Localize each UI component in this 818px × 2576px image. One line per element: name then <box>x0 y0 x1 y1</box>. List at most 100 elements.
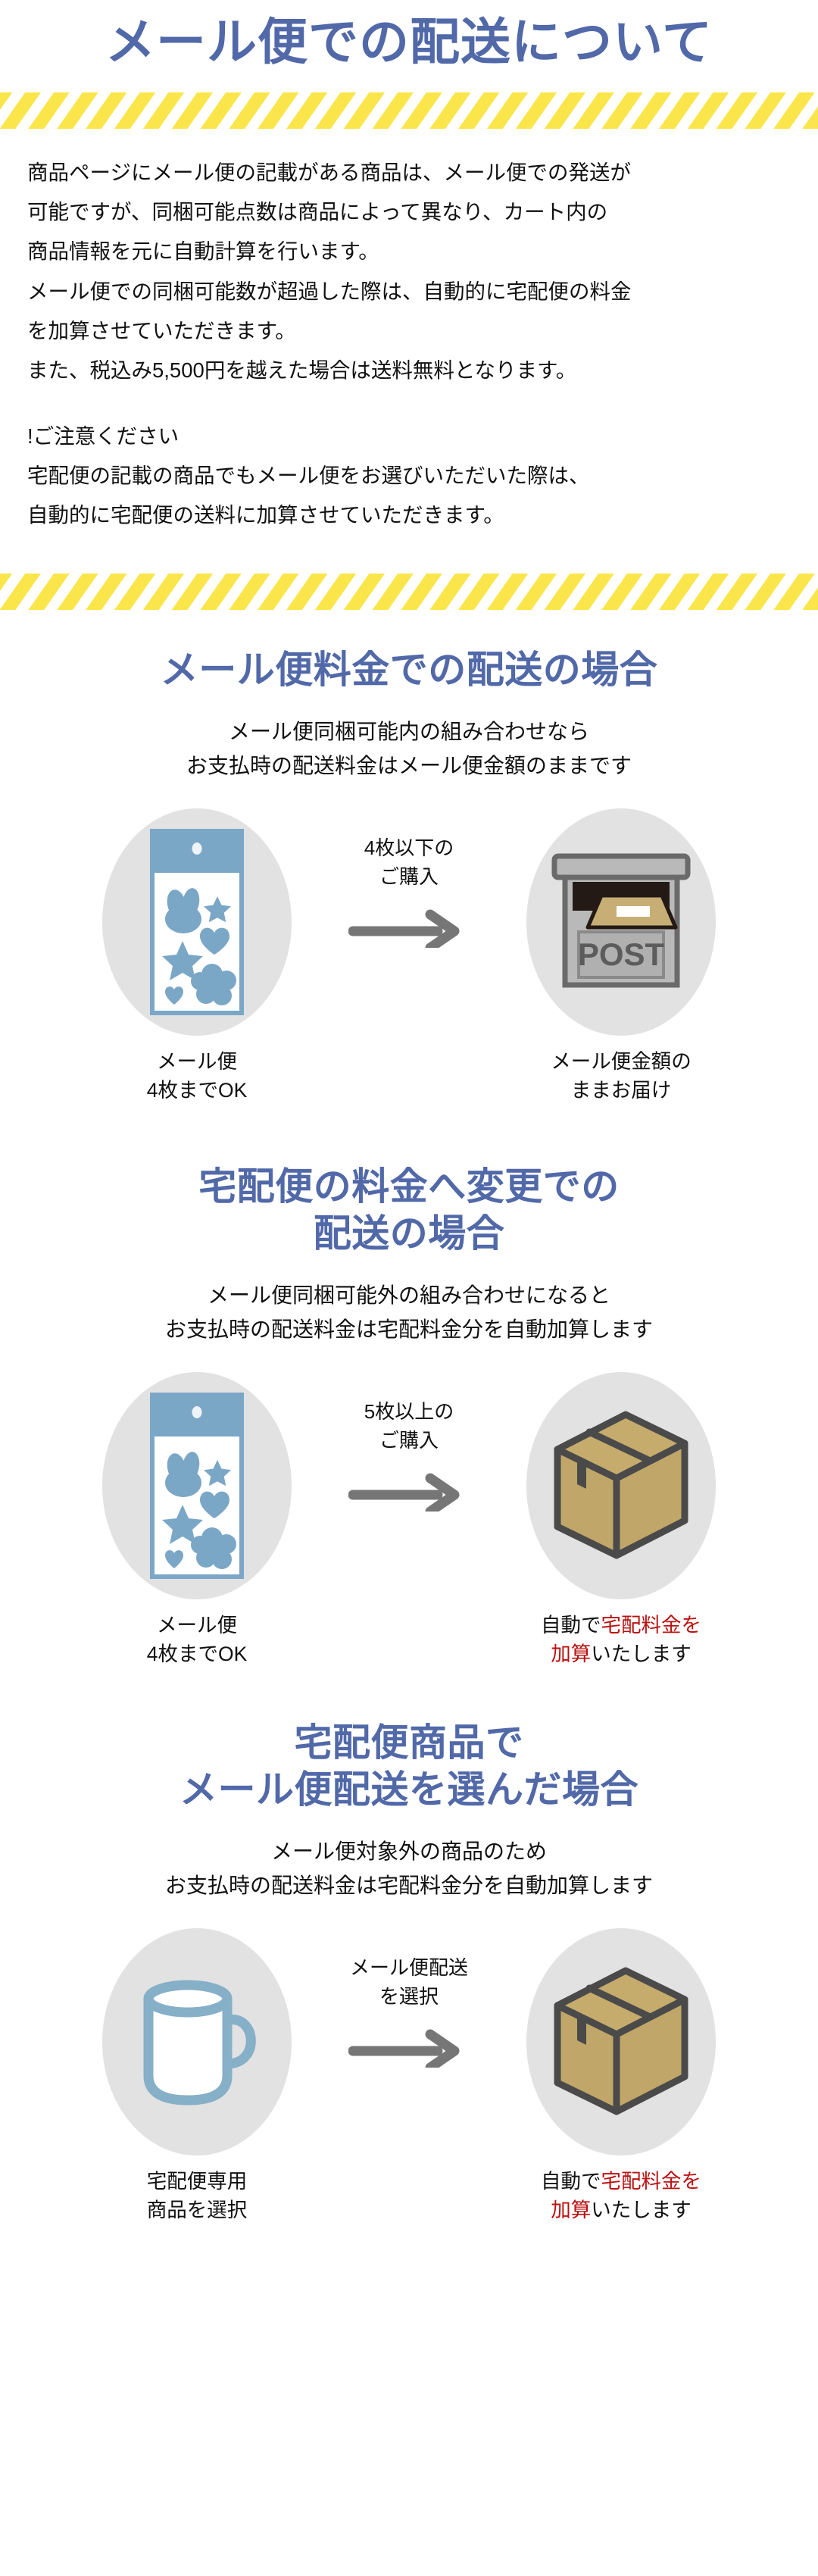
intro-line: 商品情報を元に自動計算を行います。 <box>27 239 379 264</box>
caution-heading: !ご注意ください <box>27 424 180 448</box>
intro-line: メール便での同梱可能数が超過した際は、自動的に宅配便の料金 <box>27 279 632 303</box>
caption-line: 自動で宅配料金を <box>541 2168 701 2196</box>
post-box-icon: POST <box>551 853 691 988</box>
caption-plain: 自動で <box>541 2170 601 2193</box>
section-2-title: 宅配便の料金へ変更での 配送の場合 <box>0 1163 818 1257</box>
sticker-sheet-icon <box>150 829 244 1016</box>
transition-line: ご購入 <box>379 1428 439 1452</box>
caption-line: メール便 <box>157 1614 237 1637</box>
spacer <box>0 1902 818 1928</box>
section-3-source: 宅配便専用 商品を選択 <box>72 1928 322 2224</box>
intro-line: また、税込み5,500円を越えた場合は送料無料となります。 <box>27 358 577 383</box>
icon-blob <box>526 1372 716 1600</box>
stripe-divider-middle <box>0 573 818 610</box>
spacer <box>0 1813 818 1834</box>
caption-line: メール便金額の <box>551 1050 692 1074</box>
spacer <box>0 783 818 808</box>
section-2-source: メール便 4枚までOK <box>72 1372 322 1668</box>
caution-line: 自動的に宅配便の送料に加算させていただきます。 <box>27 503 504 527</box>
intro-block: 商品ページにメール便の記載がある商品は、メール便での発送が 可能ですが、同梱可能… <box>0 129 818 533</box>
spacer <box>0 693 818 714</box>
caption-highlight: 宅配料金を <box>601 1614 702 1637</box>
transition-line: ご購入 <box>379 864 439 888</box>
section-3-desc-line: メール便対象外の商品のため <box>270 1839 547 1863</box>
arrow-right-icon <box>348 909 460 948</box>
section-1-title-line: メール便料金での配送の場合 <box>160 648 658 691</box>
arrow-right-icon <box>348 1473 460 1512</box>
icon-blob <box>526 1928 716 2156</box>
caption-plain: いたします <box>591 1642 692 1665</box>
section-2-description: メール便同梱可能外の組み合わせになると お支払時の配送料金は宅配料金分を自動加算… <box>0 1278 818 1347</box>
cardboard-box-icon <box>554 1411 688 1559</box>
transition-line: を選択 <box>379 1984 439 2008</box>
section-2-desc-line: メール便同梱可能外の組み合わせになると <box>207 1283 610 1307</box>
caption-line: 4枚までOK <box>146 1078 248 1102</box>
intro-line: を加算させていただきます。 <box>27 319 296 343</box>
section-1-description: メール便同梱可能内の組み合わせなら お支払時の配送料金はメール便金額のままです <box>0 714 818 783</box>
intro-line: 商品ページにメール便の記載がある商品は、メール便での発送が <box>27 160 631 184</box>
caption-line: メール便 <box>157 1050 237 1074</box>
section-1-desc-line: メール便同梱可能内の組み合わせなら <box>228 719 589 743</box>
caption-highlight: 加算 <box>551 2198 592 2221</box>
caption-plain: 自動で <box>541 1614 601 1637</box>
section-2-title-line: 配送の場合 <box>313 1211 505 1255</box>
spacer <box>0 1257 818 1278</box>
section-3-transition-label: メール便配送 を選択 <box>350 1954 468 2011</box>
caution-line: 宅配便の記載の商品でもメール便をお選びいただいた際は、 <box>27 463 590 487</box>
spacer <box>0 1669 818 1719</box>
section-1-transition-label: 4枚以下の ご購入 <box>364 834 454 891</box>
section-1-source-caption: メール便 4枚までOK <box>147 1048 248 1105</box>
page-title: メール便での配送について <box>105 14 713 70</box>
caption-line: 加算いたします <box>541 1640 701 1669</box>
section-3-transition: メール便配送 を選択 <box>322 1928 496 2068</box>
sticker-sheet-icon <box>150 1393 244 1580</box>
section-2-transition-label: 5枚以上の ご購入 <box>364 1398 454 1455</box>
caption-line: 加算いたします <box>541 2196 701 2225</box>
section-2-transition: 5枚以上の ご購入 <box>322 1372 496 1512</box>
section-3-title-line: 宅配便商品で <box>294 1721 524 1764</box>
spacer <box>0 1105 818 1163</box>
cardboard-box-icon <box>554 1967 688 2115</box>
section-3-description: メール便対象外の商品のため お支払時の配送料金は宅配料金分を自動加算します <box>0 1834 818 1903</box>
post-box-label: POST <box>578 936 665 972</box>
icon-blob <box>102 1372 292 1600</box>
caption-highlight: 加算 <box>551 1642 592 1665</box>
caption-line: 自動で宅配料金を <box>541 1612 701 1640</box>
section-2-result-caption: 自動で宅配料金を 加算いたします <box>541 1612 701 1668</box>
section-3-title: 宅配便商品で メール便配送を選んだ場合 <box>0 1719 818 1813</box>
caption-plain: いたします <box>591 2198 692 2221</box>
section-2-title-line: 宅配便の料金へ変更での <box>198 1165 620 1208</box>
section-3-desc-line: お支払時の配送料金は宅配料金分を自動加算します <box>164 1873 653 1897</box>
arrow-right-icon <box>348 2029 460 2068</box>
transition-line: メール便配送 <box>349 1956 468 1980</box>
icon-blob <box>102 1928 292 2156</box>
section-1-transition: 4枚以下の ご購入 <box>322 808 496 948</box>
caption-highlight: 宅配料金を <box>601 2170 702 2193</box>
section-1-result: POST メール便金額の ままお届け <box>496 808 746 1105</box>
icon-blob <box>102 808 292 1036</box>
transition-line: 5枚以上の <box>364 1400 454 1424</box>
section-1-desc-line: お支払時の配送料金はメール便金額のままです <box>186 753 632 777</box>
spacer <box>0 1346 818 1372</box>
spacer <box>0 610 818 646</box>
icon-blob: POST <box>526 808 716 1036</box>
section-2-source-caption: メール便 4枚までOK <box>147 1612 248 1668</box>
section-3-result: 自動で宅配料金を 加算いたします <box>496 1928 746 2224</box>
section-1-source: メール便 4枚までOK <box>72 808 322 1105</box>
intro-line: 可能ですが、同梱可能点数は商品によって異なり、カート内の <box>27 200 608 224</box>
spacer <box>27 392 791 418</box>
section-1-result-caption: メール便金額の ままお届け <box>551 1048 692 1105</box>
section-2-desc-line: お支払時の配送料金は宅配料金分を自動加算します <box>164 1317 653 1341</box>
section-3-source-caption: 宅配便専用 商品を選択 <box>147 2168 248 2224</box>
section-3-title-line: メール便配送を選んだ場合 <box>180 1768 638 1811</box>
spacer <box>0 537 818 574</box>
caption-line: 商品を選択 <box>146 2198 248 2221</box>
stripe-divider-top <box>0 92 818 129</box>
section-2-result: 自動で宅配料金を 加算いたします <box>496 1372 746 1668</box>
caption-line: ままお届け <box>570 1078 672 1102</box>
section-3-result-caption: 自動で宅配料金を 加算いたします <box>541 2168 701 2224</box>
section-2-flow: メール便 4枚までOK 5枚以上の ご購入 <box>0 1372 818 1668</box>
caption-line: 宅配便専用 <box>146 2170 248 2193</box>
section-1-title: メール便料金での配送の場合 <box>0 646 818 693</box>
